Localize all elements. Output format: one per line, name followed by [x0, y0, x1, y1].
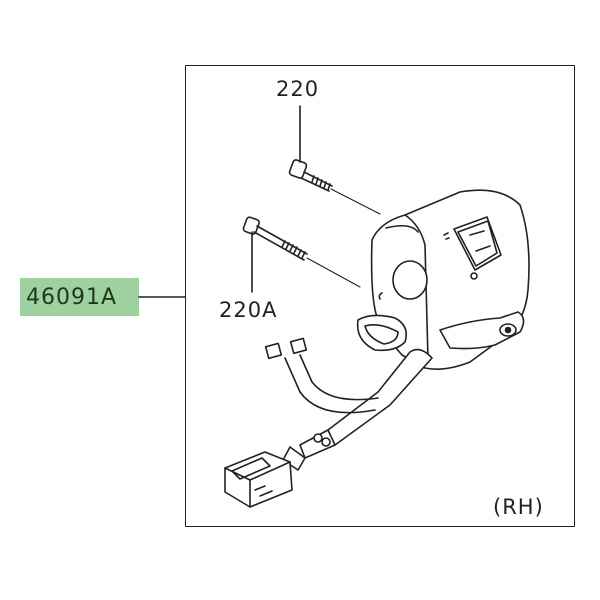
diagram-frame [185, 65, 575, 527]
bolt-220-icon [288, 105, 381, 215]
callout-220: 220 [276, 77, 320, 101]
bolt-220a-icon [242, 216, 361, 293]
connector-icon [224, 451, 293, 508]
callout-220a: 220A [219, 298, 278, 322]
part-number-highlight[interactable] [20, 278, 139, 316]
wire-harness-icon [264, 337, 433, 471]
part-number-label[interactable]: 46091A [26, 285, 118, 310]
side-label-rh: (RH) [493, 495, 544, 519]
switch-housing-icon [356, 189, 530, 370]
